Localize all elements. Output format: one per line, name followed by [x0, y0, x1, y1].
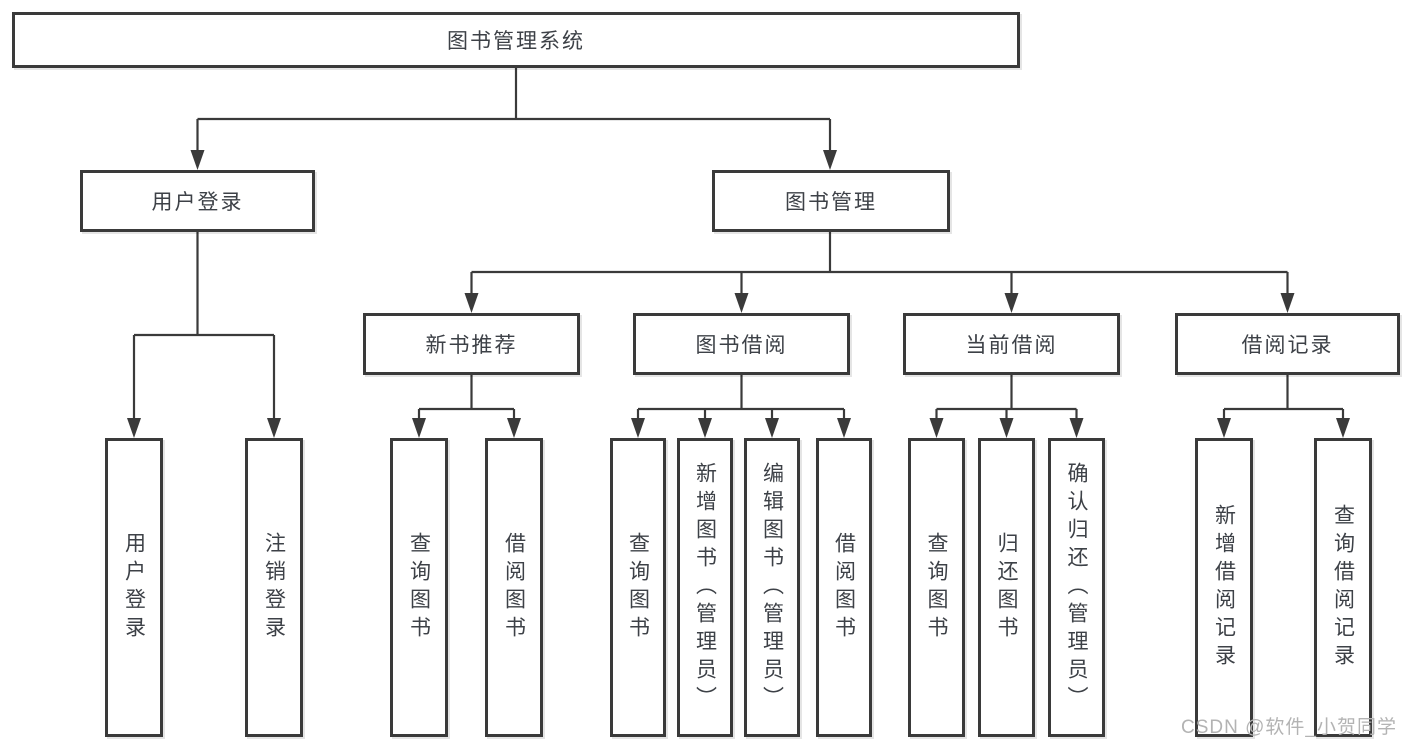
leaf-logout-login: 注销登录: [245, 438, 303, 737]
leaf-user-login: 用户登录: [105, 438, 163, 737]
leaf-borrow-books-recommend-label: 借阅图书: [502, 531, 526, 644]
leaf-add-borrow-record: 新增借阅记录: [1195, 438, 1253, 737]
node-book-management-label: 图书管理: [785, 191, 877, 214]
node-root-label: 图书管理系统: [447, 30, 585, 53]
connector-root: [190, 68, 837, 170]
node-book-management: 图书管理: [712, 170, 950, 232]
node-borrow-records-label: 借阅记录: [1241, 334, 1334, 357]
leaf-user-login-label: 用户登录: [122, 531, 146, 644]
leaf-query-books-recommend-label: 查询图书: [407, 531, 431, 644]
leaf-query-books-recommend: 查询图书: [390, 438, 448, 737]
connector-book-borrow: [631, 375, 851, 438]
connector-new-book-recommend: [412, 375, 521, 438]
leaf-query-books-current-label: 查询图书: [925, 531, 948, 644]
node-borrow-records: 借阅记录: [1175, 313, 1400, 375]
leaf-add-book-admin-label: 新增图书（管理员）: [693, 461, 717, 714]
leaf-confirm-return-admin-label: 确认归还（管理员）: [1065, 461, 1088, 714]
leaf-add-borrow-record-label: 新增借阅记录: [1212, 503, 1236, 672]
leaf-return-books: 归还图书: [978, 438, 1035, 737]
node-book-borrow: 图书借阅: [633, 313, 850, 375]
leaf-confirm-return-admin: 确认归还（管理员）: [1048, 438, 1105, 737]
leaf-edit-book-admin-label: 编辑图书（管理员）: [760, 461, 784, 714]
leaf-return-books-label: 归还图书: [995, 531, 1018, 644]
csdn-watermark: CSDN @软件_小贺同学: [1181, 717, 1397, 738]
leaf-borrow-books-label: 借阅图书: [832, 531, 856, 644]
connector-current-borrow: [929, 375, 1084, 438]
leaf-query-books-borrow-label: 查询图书: [626, 531, 650, 644]
node-root: 图书管理系统: [12, 12, 1020, 68]
node-book-borrow-label: 图书借阅: [695, 334, 788, 357]
leaf-query-books-borrow: 查询图书: [610, 438, 666, 737]
node-user-login: 用户登录: [80, 170, 315, 232]
leaf-edit-book-admin: 编辑图书（管理员）: [744, 438, 800, 737]
leaf-query-borrow-record-label: 查询借阅记录: [1331, 503, 1355, 672]
node-new-book-recommend-label: 新书推荐: [425, 334, 518, 357]
connector-borrow-records: [1217, 375, 1350, 438]
node-user-login-label: 用户登录: [151, 191, 244, 214]
node-new-book-recommend: 新书推荐: [363, 313, 580, 375]
node-current-borrow: 当前借阅: [903, 313, 1120, 375]
leaf-borrow-books: 借阅图书: [816, 438, 872, 737]
connector-user-login: [127, 232, 281, 438]
leaf-query-books-current: 查询图书: [908, 438, 965, 737]
leaf-add-book-admin: 新增图书（管理员）: [677, 438, 733, 737]
connector-book-management: [464, 232, 1295, 313]
leaf-logout-login-label: 注销登录: [262, 531, 286, 644]
leaf-query-borrow-record: 查询借阅记录: [1314, 438, 1372, 737]
leaf-borrow-books-recommend: 借阅图书: [485, 438, 543, 737]
node-current-borrow-label: 当前借阅: [965, 334, 1058, 357]
